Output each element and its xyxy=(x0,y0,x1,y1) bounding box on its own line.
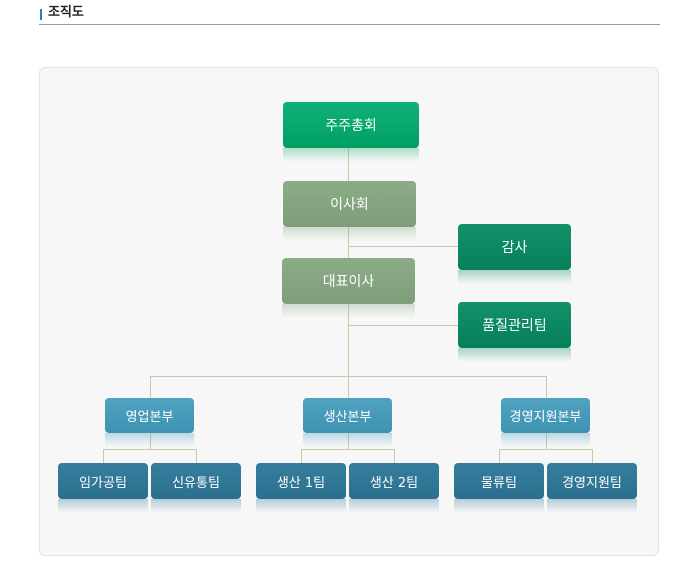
connector-division-management xyxy=(546,376,547,398)
connector-management-team-2 xyxy=(592,449,593,463)
node-label: 주주총회 xyxy=(325,118,377,134)
node-division-sales: 영업본부 xyxy=(105,398,194,447)
connector-management-team-1 xyxy=(499,449,500,463)
node-team: 생산 2팀 xyxy=(349,463,439,513)
node-label: 신유통팀 xyxy=(172,475,220,491)
node-quality-team: 품질관리팀 xyxy=(458,302,571,362)
node-division-management: 경영지원본부 xyxy=(501,398,590,447)
connector-board-ceo xyxy=(348,227,349,258)
connector-audit xyxy=(348,246,458,247)
node-shareholders-meeting: 주주총회 xyxy=(283,102,419,162)
node-label: 이사회 xyxy=(330,197,369,213)
node-label: 품질관리팀 xyxy=(482,318,547,334)
connector-production-team-2 xyxy=(394,449,395,463)
node-team: 임가공팀 xyxy=(58,463,148,513)
node-label: 물류팀 xyxy=(481,475,517,491)
node-label: 감사 xyxy=(501,240,528,256)
connector-production-teams-bar xyxy=(301,449,395,450)
node-team: 경영지원팀 xyxy=(547,463,637,513)
node-label: 영업본부 xyxy=(125,410,174,425)
node-label: 경영지원본부 xyxy=(509,410,582,425)
node-ceo: 대표이사 xyxy=(282,258,415,318)
node-label: 생산 2팀 xyxy=(369,475,419,491)
connector-sales-team-1 xyxy=(103,449,104,463)
node-team: 생산 1팀 xyxy=(256,463,346,513)
node-label: 생산본부 xyxy=(323,410,372,425)
node-team: 신유통팀 xyxy=(151,463,241,513)
connector-sales-teams-bar xyxy=(103,449,197,450)
node-board-of-directors: 이사회 xyxy=(283,181,416,241)
connector-shareholders-board xyxy=(348,148,349,181)
connector-management-teams-bar xyxy=(499,449,593,450)
connector-quality xyxy=(348,325,458,326)
node-division-production: 생산본부 xyxy=(303,398,392,447)
connector-division-sales xyxy=(150,376,151,398)
node-audit: 감사 xyxy=(458,224,571,284)
node-label: 대표이사 xyxy=(322,274,375,290)
connector-production-team-1 xyxy=(301,449,302,463)
section-header: 조직도 xyxy=(39,4,660,25)
node-label: 생산 1팀 xyxy=(276,475,326,491)
connector-sales-team-2 xyxy=(196,449,197,463)
node-team: 물류팀 xyxy=(454,463,544,513)
connector-division-production xyxy=(348,376,349,398)
page-title: 조직도 xyxy=(48,5,84,20)
connector-ceo-down xyxy=(348,304,349,376)
node-label: 임가공팀 xyxy=(79,475,127,491)
node-label: 경영지원팀 xyxy=(562,475,622,491)
title-marker xyxy=(40,9,42,20)
